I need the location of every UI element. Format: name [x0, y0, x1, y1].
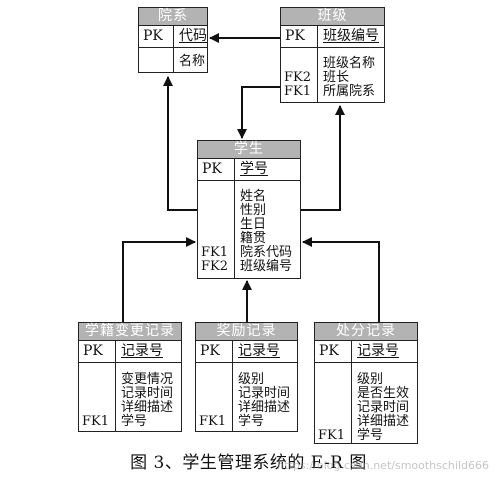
column-divider — [234, 159, 235, 278]
pk-field: 学号 — [240, 161, 268, 177]
attribute: 级别 — [357, 372, 384, 387]
attribute: 详细描述 — [357, 414, 410, 429]
watermark: https://blog.csdn.net/smoothschild666 — [277, 459, 489, 472]
attribute: 详细描述 — [238, 400, 291, 415]
entity-title: 院系 — [139, 8, 207, 26]
column-divider — [173, 26, 174, 72]
attribute: 姓名 — [240, 189, 267, 204]
entity-title: 学籍变更记录 — [79, 323, 181, 341]
fk-list: FK1 FK2 — [201, 246, 228, 274]
pk-field: 记录号 — [121, 343, 163, 359]
pk-label: PK — [143, 28, 163, 44]
pk-row: PK 代码 — [139, 26, 207, 48]
entity-title: 学生 — [198, 141, 300, 159]
fk-label: FK1 — [201, 245, 229, 260]
connector-change-student — [122, 237, 196, 322]
attribute: 详细描述 — [121, 400, 174, 415]
entity-punish-record: 处分记录 PK 记录号 级别 是否生效 记录时间 详细描述 学号 FK1 — [314, 322, 418, 444]
attribute: 记录时间 — [357, 400, 410, 415]
attribute: 生日 — [240, 217, 267, 232]
attribute: 院系代码 — [240, 245, 293, 260]
fk-list: FK1 — [82, 415, 109, 429]
entity-department: 院系 PK 代码 名称 — [138, 7, 208, 73]
connector-punish-student — [302, 237, 380, 322]
pk-label: PK — [285, 28, 305, 44]
pk-field: 记录号 — [357, 343, 399, 359]
entity-change-record: 学籍变更记录 PK 记录号 变更情况 记录时间 详细描述 学号 FK1 — [78, 322, 182, 432]
attribute: 班级编号 — [240, 259, 293, 274]
pk-label: PK — [200, 343, 220, 359]
fk-label: FK2 — [284, 70, 312, 85]
entity-student: 学生 PK 学号 姓名 性别 生日 籍贯 院系代码 班级编号 FK1 FK2 — [197, 140, 301, 279]
attribute: 记录时间 — [121, 386, 174, 401]
pk-field: 班级编号 — [323, 28, 379, 44]
column-divider — [317, 26, 318, 102]
attribute: 记录时间 — [238, 386, 291, 401]
attribute: 级别 — [238, 372, 265, 387]
column-divider — [115, 341, 116, 431]
attribute: 性别 — [240, 203, 267, 218]
fk-label: FK1 — [318, 428, 346, 443]
attribute: 是否生效 — [357, 386, 410, 401]
attribute-list: 级别 记录时间 详细描述 学号 — [238, 373, 290, 429]
pk-row: PK 记录号 — [315, 341, 417, 363]
pk-row: PK 班级编号 — [281, 26, 384, 48]
pk-label: PK — [83, 343, 103, 359]
column-divider — [351, 341, 352, 443]
attribute: 班长 — [323, 70, 350, 85]
figure-caption: 图 3、学生管理系统的 E-R 图 — [130, 453, 367, 473]
column-divider — [232, 341, 233, 431]
pk-row: PK 记录号 — [196, 341, 297, 363]
attribute: 名称 — [179, 54, 206, 69]
connector-student-department — [163, 76, 197, 211]
connector-class-student — [237, 86, 280, 139]
entity-title: 处分记录 — [315, 323, 417, 341]
fk-label: FK1 — [199, 414, 227, 429]
fk-label: FK1 — [284, 84, 312, 99]
pk-field: 代码 — [179, 28, 207, 44]
entity-title: 班级 — [281, 8, 384, 26]
fk-list: FK1 — [318, 429, 345, 443]
entity-class: 班级 PK 班级编号 班级名称 班长 所属院系 FK2 FK1 — [280, 7, 385, 103]
pk-label: PK — [202, 161, 222, 177]
fk-list: FK1 — [199, 415, 226, 429]
attribute: 变更情况 — [121, 372, 174, 387]
attribute: 班级名称 — [323, 56, 376, 71]
fk-list: FK2 FK1 — [284, 71, 311, 99]
attribute: 学号 — [238, 414, 265, 429]
pk-row: PK 记录号 — [79, 341, 181, 363]
attribute: 学号 — [121, 414, 148, 429]
attribute-list: 变更情况 记录时间 详细描述 学号 — [121, 373, 173, 429]
pk-label: PK — [319, 343, 339, 359]
connector-student-class — [301, 105, 345, 211]
attribute-list: 姓名 性别 生日 籍贯 院系代码 班级编号 — [240, 190, 292, 274]
fk-label: FK1 — [82, 414, 110, 429]
attribute-list: 级别 是否生效 记录时间 详细描述 学号 — [357, 373, 409, 443]
entity-reward-record: 奖励记录 PK 记录号 级别 记录时间 详细描述 学号 FK1 — [195, 322, 298, 432]
attribute: 所属院系 — [323, 84, 376, 99]
attribute-list: 班级名称 班长 所属院系 — [323, 57, 375, 99]
fk-label: FK2 — [201, 259, 229, 274]
pk-row: PK 学号 — [198, 159, 300, 181]
attribute: 学号 — [357, 428, 384, 443]
pk-field: 记录号 — [238, 343, 280, 359]
entity-title: 奖励记录 — [196, 323, 297, 341]
attribute-list: 名称 — [179, 55, 205, 69]
attribute: 籍贯 — [240, 231, 267, 246]
